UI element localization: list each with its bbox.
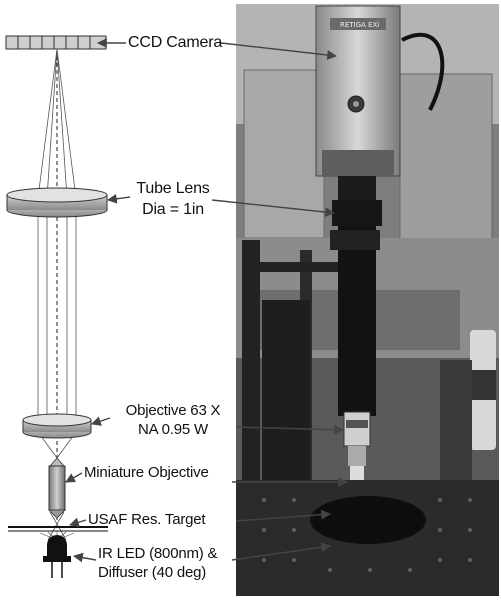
label-usaf-target: USAF Res. Target: [88, 511, 206, 528]
label-ir-led-line2: Diffuser (40 deg): [98, 564, 207, 581]
ccd-camera-sensor: [5, 35, 107, 50]
label-ir-led-line1: IR LED (800nm) &: [98, 545, 218, 562]
label-tube-lens-line2: Dia = 1in: [142, 201, 204, 218]
optical-schematic: [5, 35, 108, 578]
label-objective-line1: Objective 63 X: [125, 402, 221, 419]
label-ccd-camera: CCD Camera: [128, 34, 223, 51]
label-tube-lens-line1: Tube Lens: [136, 180, 210, 197]
callout-arrows: [65, 38, 348, 563]
label-miniature-objective: Miniature Objective: [84, 464, 209, 481]
label-tube-lens: Tube Lens Dia = 1in: [128, 178, 218, 220]
miniature-objective: [48, 457, 66, 519]
label-objective: Objective 63 X NA 0.95 W: [108, 401, 238, 439]
lab-photo: RETIGA EXi: [236, 4, 499, 596]
label-objective-line2: NA 0.95 W: [138, 421, 208, 438]
objective-lens: [22, 413, 92, 439]
label-ir-led: IR LED (800nm) & Diffuser (40 deg): [98, 544, 218, 582]
tube-lens: [6, 187, 108, 218]
ir-led: [43, 535, 71, 578]
camera-brand-text: RETIGA EXi: [340, 21, 379, 29]
ray-bundle: [37, 48, 77, 541]
